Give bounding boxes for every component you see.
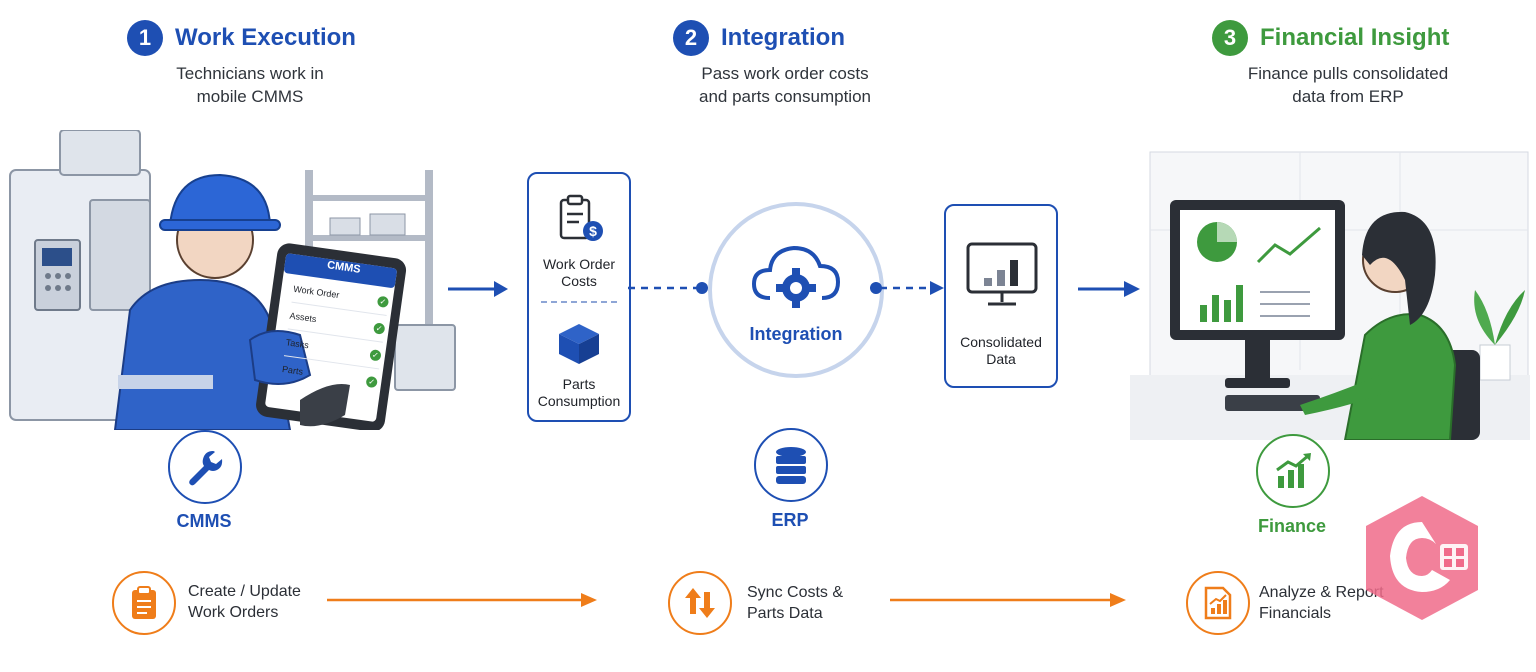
integration-hub-label: Integration (749, 324, 843, 344)
report-chart-icon (1204, 586, 1232, 620)
payload-divider (541, 301, 617, 303)
cmms-system-icon (168, 430, 242, 504)
check-icon: ✓ (376, 295, 390, 308)
check-icon: ✓ (373, 321, 386, 335)
monitor-chart-icon (966, 242, 1038, 306)
step-2-number: 2 (673, 20, 709, 56)
finance-label: Finance (1257, 516, 1327, 536)
finance-system-icon (1256, 434, 1330, 508)
finance-analyst-illustration (1130, 151, 1530, 440)
action-2-icon (668, 571, 732, 635)
erp-label: ERP (771, 510, 809, 530)
integration-hub: Integration (708, 202, 884, 378)
cmms-label: CMMS (176, 511, 232, 531)
cloud-gear-icon (751, 245, 841, 308)
dashed-connector-left (628, 282, 708, 294)
tablet-screen: CMMS Work Order ✓ Assets ✓ Tasks ✓ Parts… (274, 251, 397, 395)
parts-box-icon (559, 324, 599, 364)
erp-system-icon (754, 428, 828, 502)
svg-text:$: $ (589, 223, 597, 239)
step-3-number: 3 (1212, 20, 1248, 56)
step-1-header: 1 Work Execution (127, 20, 356, 56)
step-2-description: Pass work order costs and parts consumpt… (660, 62, 910, 108)
step-1-description: Technicians work in mobile CMMS (140, 62, 360, 108)
action-3-icon (1186, 571, 1250, 635)
step-2-desc-line1: Pass work order costs (701, 64, 869, 83)
sync-arrows-icon (685, 588, 715, 618)
step-2-header: 2 Integration (673, 20, 845, 56)
watermark-logo (1366, 496, 1478, 620)
check-icon: ✓ (365, 375, 378, 388)
step-1-title: Work Execution (175, 24, 356, 51)
step-3-description: Finance pulls consolidated data from ERP (1218, 62, 1478, 108)
step-3-title: Financial Insight (1260, 24, 1450, 51)
step-3-desc-line1: Finance pulls consolidated (1247, 64, 1449, 83)
clipboard-icon (132, 586, 156, 619)
action-2-label: Sync Costs &Parts Data (747, 584, 844, 622)
step-1-desc-line1: Technicians work in (176, 64, 324, 83)
dashed-connector-right (870, 281, 944, 295)
flow-arrow-1 (448, 281, 508, 297)
step-2-title: Integration (721, 24, 845, 51)
action-arrow-2 (890, 593, 1126, 607)
check-icon: ✓ (369, 348, 382, 362)
action-1-icon (112, 571, 176, 635)
database-icon (776, 447, 806, 484)
cost-document-icon: $ (559, 194, 603, 241)
flow-arrow-2 (1078, 281, 1140, 297)
step-2-desc-line2: and parts consumption (699, 87, 871, 106)
technician-illustration (9, 130, 456, 430)
step-1-desc-line2: mobile CMMS (196, 87, 304, 106)
action-arrow-1 (327, 593, 597, 607)
step-3-header: 3 Financial Insight (1212, 20, 1449, 56)
growth-chart-icon (1276, 453, 1311, 488)
wrench-icon (189, 451, 223, 486)
step-1-number: 1 (127, 20, 163, 56)
step-3-desc-line2: data from ERP (1292, 87, 1404, 106)
